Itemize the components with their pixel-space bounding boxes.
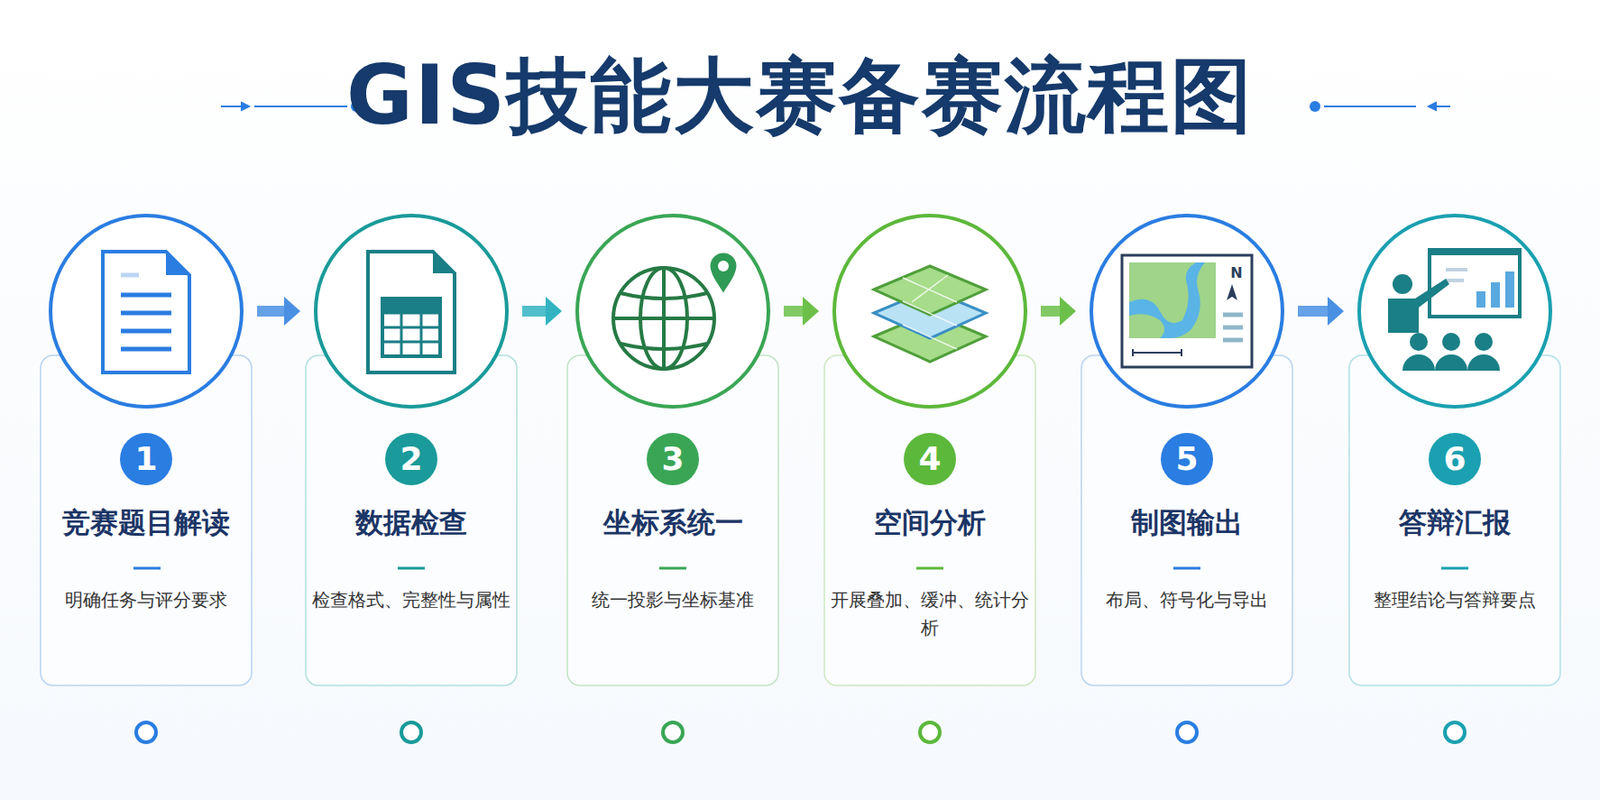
step-number: 3 (661, 442, 684, 476)
flow-arrow (257, 296, 301, 326)
step-description: 检查格式、完整性与属性 (311, 586, 512, 615)
spreadsheet-icon (367, 251, 455, 373)
globe-icon (613, 251, 738, 369)
map-icon (1121, 255, 1252, 368)
step-column: 空间分析开展叠加、缓冲、统计分析 4 (824, 214, 1036, 686)
step-heading: 制图输出 (1081, 505, 1293, 540)
step-number: 5 (1175, 442, 1198, 476)
icon-circle (50, 215, 1551, 407)
flow-arrow (1040, 296, 1076, 326)
step-number-badge: 6 (1428, 432, 1481, 486)
step-number-badge: 5 (1160, 432, 1214, 486)
flow-arrow (1297, 296, 1344, 326)
step-number-badge: 2 (385, 432, 438, 486)
step-number-badge: 3 (646, 432, 699, 486)
step-column: 坐标系统一统一投影与坐标基准 3 (567, 214, 779, 686)
flow-arrow (783, 296, 819, 326)
step-heading: 数据检查 (305, 505, 517, 540)
step-heading: 空间分析 (824, 505, 1036, 540)
step-number: 2 (399, 442, 423, 476)
step-number-badge: 4 (903, 432, 957, 486)
layers-icon (873, 266, 986, 362)
flow-arrow (522, 296, 562, 326)
timeline (136, 722, 1465, 743)
step-description: 开展叠加、缓冲、统计分析 (829, 586, 1030, 643)
step-number: 6 (1443, 442, 1466, 476)
document-icon (102, 251, 190, 373)
step-heading: 竞赛题目解读 (40, 505, 252, 540)
step-number-badge: 1 (119, 432, 173, 486)
heading-dash (133, 567, 1469, 571)
step-description: 明确任务与评分要求 (45, 586, 247, 615)
step-heading: 坐标系统一 (567, 505, 779, 540)
north-label: N (1225, 266, 1248, 281)
step-number: 1 (134, 442, 157, 476)
card-frame (40, 355, 1561, 686)
step-column: 制图输出布局、符号化与导出 5 (1081, 214, 1293, 686)
title: GIS技能大赛备赛流程图 (0, 46, 1600, 145)
step-description: 统一投影与坐标基准 (572, 586, 773, 615)
step-description: 整理结论与答辩要点 (1354, 586, 1555, 615)
presentation-icon (1388, 248, 1522, 371)
step-column: 答辩汇报整理结论与答辩要点 6 (1349, 214, 1561, 686)
step-heading: 答辩汇报 (1349, 505, 1561, 540)
step-column: 数据检查检查格式、完整性与属性 2 (305, 214, 517, 686)
step-number: 4 (918, 442, 941, 476)
step-description: 布局、符号化与导出 (1086, 586, 1288, 615)
step-column: 竞赛题目解读明确任务与评分要求 1 (40, 214, 252, 686)
